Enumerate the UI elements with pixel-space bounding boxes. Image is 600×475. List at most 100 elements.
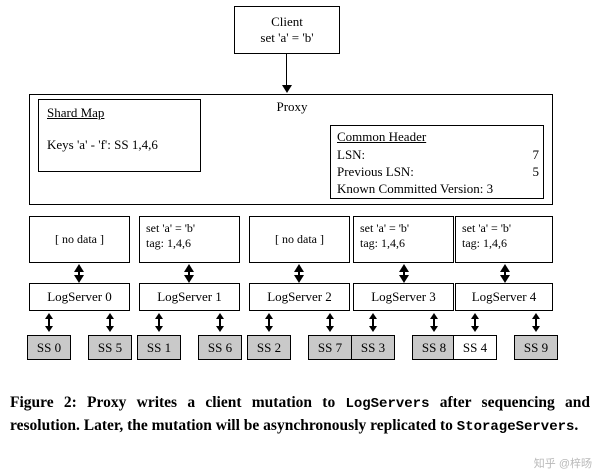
log-server-1-label: LogServer 1 xyxy=(157,289,222,304)
arrow-mut3-line xyxy=(403,270,405,279)
arrow-mut2-down-head xyxy=(294,275,304,283)
arrow-ls1-ss6-up xyxy=(216,313,224,319)
arrow-ls0-ss5-down xyxy=(106,326,114,332)
arrow-ls0-ss0-up xyxy=(45,313,53,319)
storage-server-8: SS 8 xyxy=(412,335,456,360)
storage-server-6-label: SS 6 xyxy=(207,339,233,355)
mutation-box-3: set 'a' = 'b' tag: 1,4,6 xyxy=(353,216,454,263)
arrow-mut4-down-head xyxy=(500,275,510,283)
common-header-row-kcv: Known Committed Version: 3 xyxy=(337,181,539,197)
storage-server-1-label: SS 1 xyxy=(146,339,172,355)
arrow-mut2-up-head xyxy=(294,264,304,272)
arrow-mut1-up-head xyxy=(184,264,194,272)
mutation-box-4-line1: set 'a' = 'b' xyxy=(462,221,512,235)
arrow-ls2-ss2-line xyxy=(268,318,270,327)
common-header-row-kcv-label: Known Committed Version: 3 xyxy=(337,181,494,196)
arrow-ls0-ss0-line xyxy=(48,318,50,327)
arrow-mut1-down-head xyxy=(184,275,194,283)
log-server-0-label: LogServer 0 xyxy=(47,289,112,304)
storage-server-0: SS 0 xyxy=(27,335,71,360)
arrow-client-to-proxy-head xyxy=(282,85,292,93)
arrow-ls1-ss1-down xyxy=(155,326,163,332)
mutation-box-3-line1: set 'a' = 'b' xyxy=(360,221,410,235)
caption-part-3: . xyxy=(574,417,579,434)
arrow-ls1-ss6-down xyxy=(216,326,224,332)
arrow-mut0-up-head xyxy=(74,264,84,272)
log-server-4-label: LogServer 4 xyxy=(471,289,537,304)
mutation-box-0: [ no data ] xyxy=(29,216,130,263)
arrow-ls3-ss8-down xyxy=(430,326,438,332)
storage-server-6: SS 6 xyxy=(198,335,242,360)
log-server-1: LogServer 1 xyxy=(139,283,240,311)
arrow-ls4-ss9-down xyxy=(532,326,540,332)
client-command: set 'a' = 'b' xyxy=(260,30,314,45)
figure-caption: Figure 2: Proxy writes a client mutation… xyxy=(10,392,590,438)
shard-map-box: Shard Map Keys 'a' - 'f': SS 1,4,6 xyxy=(38,99,201,172)
mutation-box-4: set 'a' = 'b' tag: 1,4,6 xyxy=(455,216,553,263)
mutation-box-3-line2: tag: 1,4,6 xyxy=(360,236,405,250)
arrow-mut4-line xyxy=(504,270,506,279)
caption-part-2: after sequencing and resolution. Later, … xyxy=(10,394,590,434)
common-header-row-prev-lsn-label: Previous LSN: xyxy=(337,164,414,179)
common-header-title: Common Header xyxy=(337,129,427,144)
storage-server-3: SS 3 xyxy=(351,335,395,360)
proxy-label: Proxy xyxy=(276,99,308,114)
storage-server-5: SS 5 xyxy=(88,335,132,360)
arrow-ls1-ss1-line xyxy=(158,318,160,327)
storage-server-4-label: SS 4 xyxy=(462,339,488,355)
arrow-ls2-ss7-down xyxy=(326,326,334,332)
mutation-box-1-line2: tag: 1,4,6 xyxy=(146,236,191,250)
storage-server-9-label: SS 9 xyxy=(523,339,549,355)
caption-mono-logservers: LogServers xyxy=(345,396,430,412)
arrow-mut4-up-head xyxy=(500,264,510,272)
storage-server-7: SS 7 xyxy=(308,335,352,360)
arrow-ls3-ss3-line xyxy=(372,318,374,327)
arrow-ls3-ss8-line xyxy=(433,318,435,327)
figure-diagram: Client set 'a' = 'b' Proxy Shard Map Key… xyxy=(27,6,558,360)
arrow-ls4-ss9-up xyxy=(532,313,540,319)
arrow-ls0-ss5-line xyxy=(109,318,111,327)
mutation-box-1-line1: set 'a' = 'b' xyxy=(146,221,196,235)
common-header-row-prev-lsn-value: 5 xyxy=(532,164,540,179)
client-box: Client set 'a' = 'b' xyxy=(234,6,340,54)
storage-server-1: SS 1 xyxy=(137,335,181,360)
mutation-box-1: set 'a' = 'b' tag: 1,4,6 xyxy=(139,216,240,263)
arrow-mut1-line xyxy=(188,270,190,279)
log-server-2: LogServer 2 xyxy=(249,283,350,311)
arrow-ls3-ss3-up xyxy=(369,313,377,319)
log-server-3: LogServer 3 xyxy=(353,283,454,311)
common-header-row-prev-lsn: Previous LSN: 5 xyxy=(337,164,539,180)
arrow-ls1-ss1-up xyxy=(155,313,163,319)
common-header-row-lsn-label: LSN: xyxy=(337,147,366,162)
arrow-ls2-ss2-up xyxy=(265,313,273,319)
arrow-mut2-line xyxy=(298,270,300,279)
common-header-box: Common Header LSN: 7 Previous LSN: 5 Kno… xyxy=(330,125,544,199)
arrow-ls2-ss7-line xyxy=(329,318,331,327)
arrow-mut3-down-head xyxy=(399,275,409,283)
mutation-box-2-line1: [ no data ] xyxy=(275,232,324,246)
shard-map-keys: Keys 'a' - 'f': SS 1,4,6 xyxy=(47,137,158,152)
common-header-row-lsn: LSN: 7 xyxy=(337,147,539,163)
arrow-mut0-line xyxy=(78,270,80,279)
log-server-2-label: LogServer 2 xyxy=(267,289,332,304)
common-header-row-lsn-value: 7 xyxy=(532,147,540,162)
arrow-ls2-ss7-up xyxy=(326,313,334,319)
arrow-ls3-ss3-down xyxy=(369,326,377,332)
arrow-ls2-ss2-down xyxy=(265,326,273,332)
storage-server-2-label: SS 2 xyxy=(256,339,282,355)
arrow-ls1-ss6-line xyxy=(219,318,221,327)
arrow-ls4-ss4-down xyxy=(471,326,479,332)
storage-server-8-label: SS 8 xyxy=(421,339,447,355)
arrow-ls4-ss4-line xyxy=(474,318,476,327)
arrow-ls4-ss9-line xyxy=(535,318,537,327)
mutation-box-2: [ no data ] xyxy=(249,216,350,263)
storage-server-9: SS 9 xyxy=(514,335,558,360)
arrow-ls0-ss0-down xyxy=(45,326,53,332)
storage-server-3-label: SS 3 xyxy=(360,339,386,355)
caption-part-1: Figure 2: Proxy writes a client mutation… xyxy=(10,394,346,411)
arrow-ls4-ss4-up xyxy=(471,313,479,319)
watermark: 知乎 @梓旸 xyxy=(533,458,592,470)
storage-server-4: SS 4 xyxy=(453,335,497,360)
storage-server-7-label: SS 7 xyxy=(317,339,343,355)
arrow-client-to-proxy-line xyxy=(286,54,288,87)
